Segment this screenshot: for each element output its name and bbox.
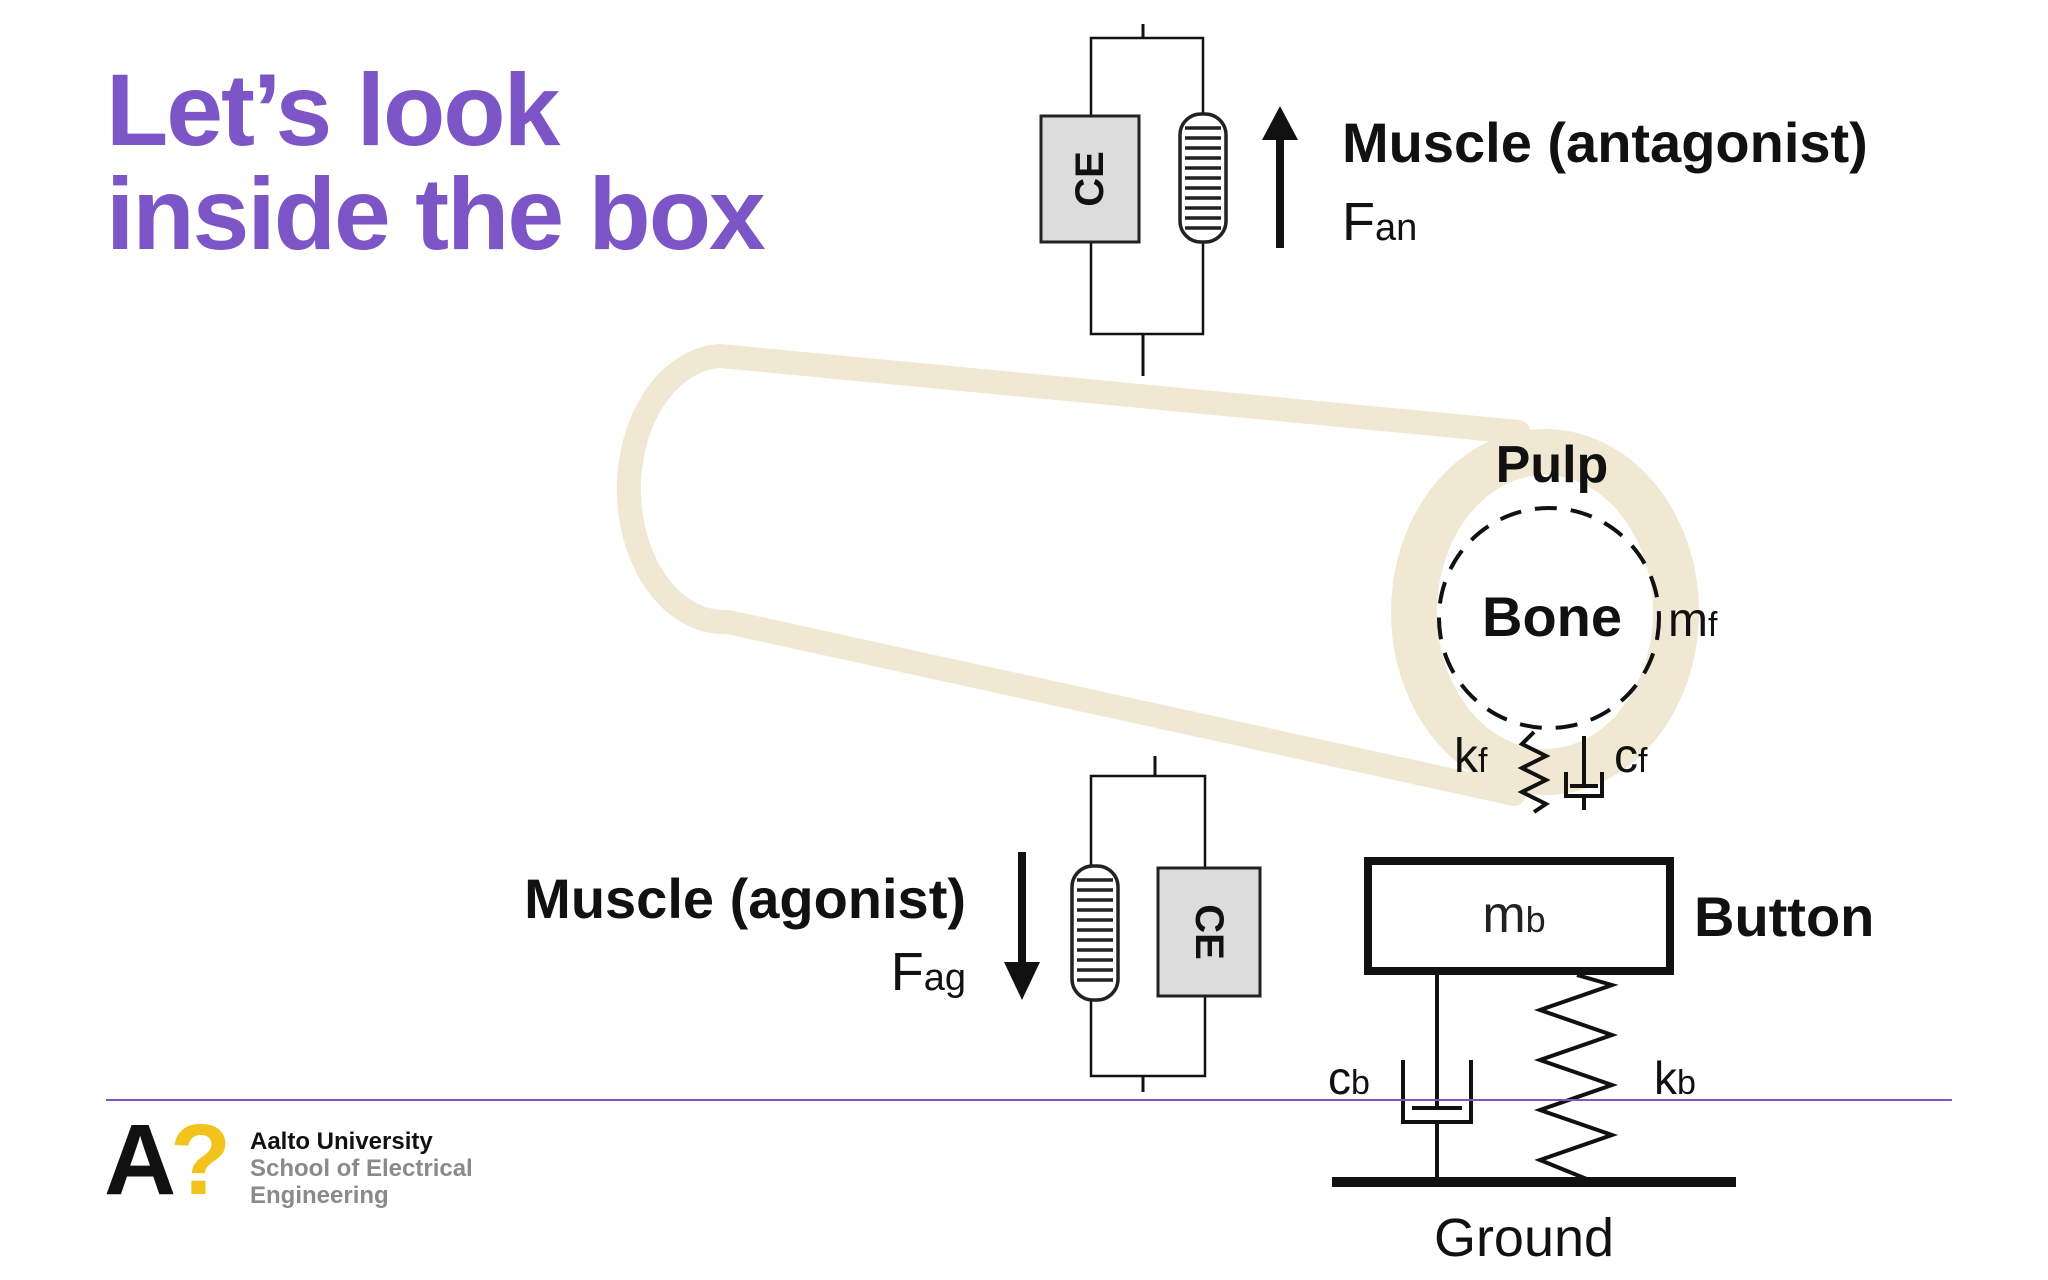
agonist-ce-box [1156,866,1262,998]
button-damper-icon [1401,975,1473,1182]
finger-damper-label: cf [1614,730,1648,783]
aalto-logo: A ? [104,1110,231,1210]
school-line-2: Engineering [250,1182,389,1209]
button-spring-icon [1533,973,1619,1184]
button-mass-box [1364,857,1674,975]
button-spring-label: kb [1654,1052,1696,1104]
agonist-muscle: CE [1004,756,1262,1092]
button-mass-label: mb [1482,886,1545,944]
finger-outline [616,344,1530,806]
agonist-ce-label: CE [1187,904,1231,960]
antagonist-ce-box [1039,114,1141,244]
organization-block: Aalto University School of Electrical En… [250,1128,473,1209]
finger-cylinder [616,344,1699,806]
bone-dashed-circle [1437,506,1661,730]
ground-bar [1332,1177,1736,1187]
finger-spring-label: kf [1454,730,1488,783]
agonist-force-arrow-down-icon [1004,852,1040,1000]
logo-question-mark-icon: ? [170,1104,232,1216]
logo-letter-a: A [104,1104,177,1216]
slide-title-line-2: inside the box [106,157,766,271]
antagonist-force-label: Fan [1342,192,1417,252]
finger-spring-icon [1517,730,1551,814]
antagonist-spring [1178,112,1228,244]
pulp-label: Pulp [1496,436,1609,494]
finger-damper-icon [1564,736,1604,810]
antagonist-label: Muscle (antagonist) [1342,111,1868,174]
antagonist-muscle: CE [1039,24,1298,376]
antagonist-ce-label: CE [1068,151,1112,207]
org-name: Aalto University [250,1128,433,1155]
slide-title-line-1: Let’s look [106,53,560,167]
button-label: Button [1694,885,1874,948]
footer-divider [106,1099,1952,1101]
agonist-label: Muscle (agonist) [524,867,966,930]
antagonist-force-arrow-up-icon [1262,106,1298,248]
bone-label: Bone [1482,585,1622,648]
slide-title: Let’s look inside the box [106,53,766,271]
agonist-spring [1070,864,1120,1002]
button-damper-label: cb [1328,1052,1370,1104]
finger-mass-label: mf [1668,594,1718,647]
school-line-1: School of Electrical [250,1155,473,1182]
agonist-force-label: Fag [891,942,966,1002]
ground-label: Ground [1434,1208,1614,1268]
